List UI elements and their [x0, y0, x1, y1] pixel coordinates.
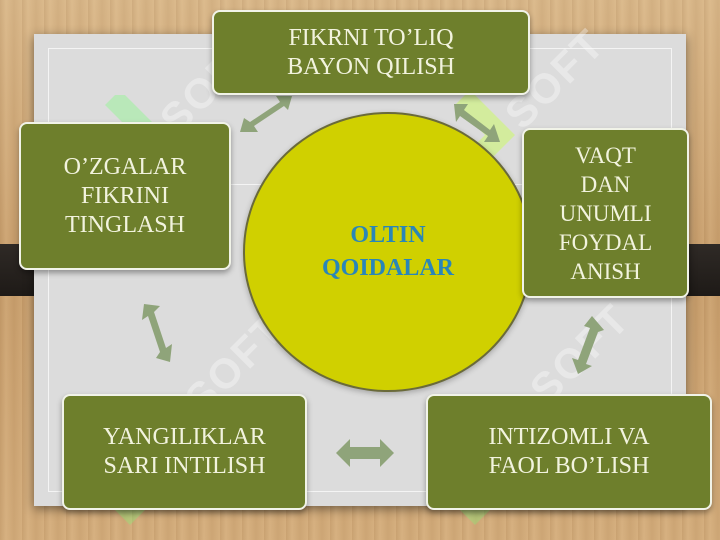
double-arrow-icon — [454, 104, 500, 142]
box-yangiliklar-sari: YANGILIKLAR SARI INTILISH — [62, 394, 307, 510]
box-text: DAN — [580, 171, 631, 197]
box-text: ANISH — [570, 258, 641, 284]
box-text: INTIZOMLI VA — [488, 424, 650, 450]
box-fikrni-toliq: FIKRNI TO’LIQ BAYON QILISH — [212, 10, 530, 95]
box-text: YANGILIKLAR — [103, 424, 266, 450]
double-arrow-icon — [572, 316, 604, 374]
box-ozgalar-fikrini: O’ZGALAR FIKRINI TINGLASH — [19, 122, 231, 270]
box-text: BAYON QILISH — [287, 53, 455, 80]
double-arrow-icon — [336, 439, 394, 467]
box-text: TINGLASH — [65, 211, 185, 238]
box-text: FAOL BO’LISH — [488, 453, 650, 479]
box-text: FIKRNI TO’LIQ — [288, 24, 454, 51]
box-text: FIKRINI — [81, 182, 169, 209]
center-circle: OLTIN QOIDALAR — [243, 112, 533, 392]
center-title-line1: OLTIN — [350, 222, 426, 248]
double-arrow-icon — [142, 304, 172, 362]
box-text: SARI INTILISH — [103, 453, 266, 479]
box-text: FOYDAL — [558, 229, 653, 255]
box-text: VAQT — [575, 142, 636, 168]
center-title-line2: QOIDALAR — [321, 255, 454, 281]
box-text: UNUMLI — [559, 200, 652, 226]
double-arrow-icon — [240, 96, 292, 132]
box-intizomli-faol: INTIZOMLI VA FAOL BO’LISH — [426, 394, 712, 510]
box-text: O’ZGALAR — [63, 153, 187, 180]
box-vaqtdan-unumli: VAQT DAN UNUMLI FOYDAL ANISH — [522, 128, 689, 298]
